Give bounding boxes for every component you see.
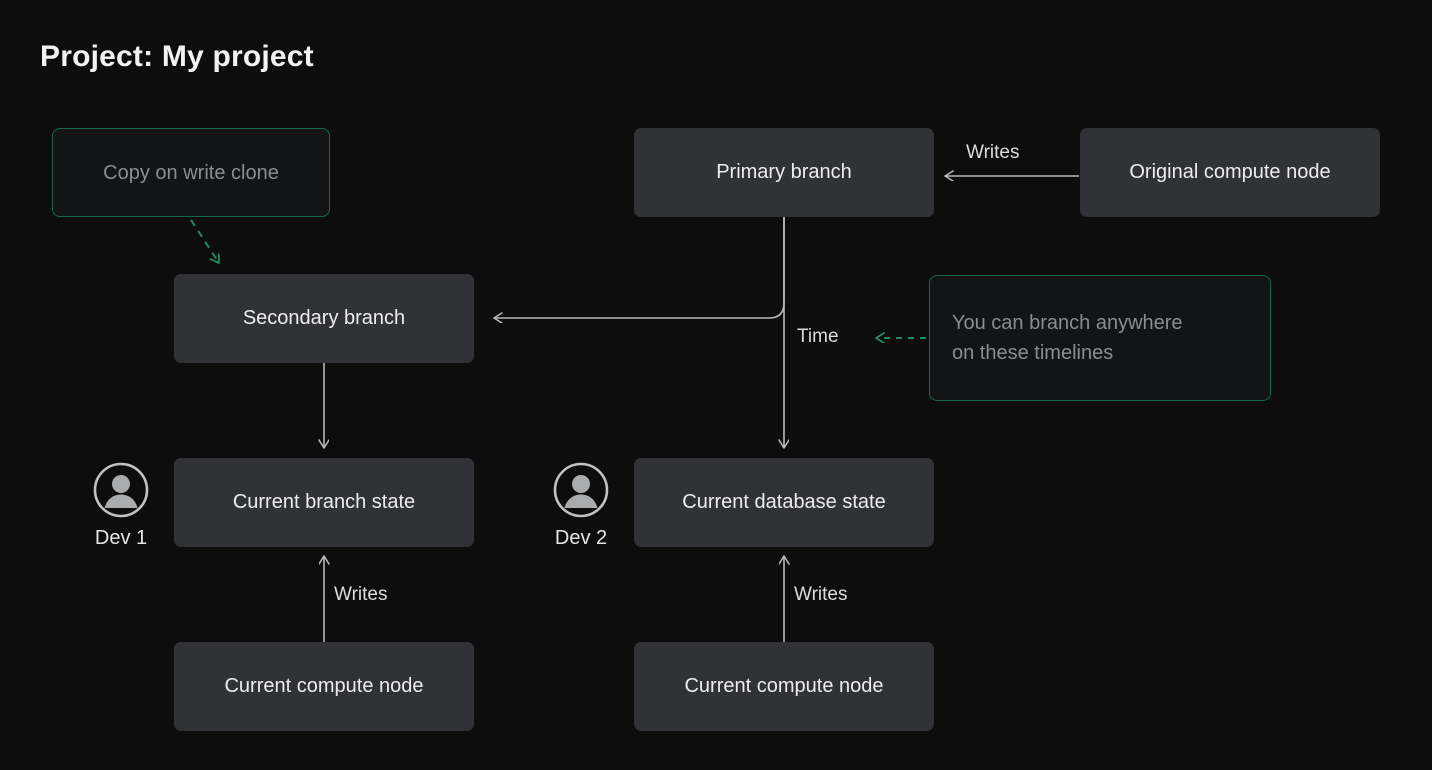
annotation-branch-anywhere-line1: You can branch anywhere (952, 312, 1183, 334)
avatar-dev-2[interactable]: Dev 2 (553, 462, 609, 550)
node-primary-branch-label: Primary branch (716, 161, 852, 183)
node-current-database-state-label: Current database state (682, 491, 886, 513)
avatar-dev-1[interactable]: Dev 1 (93, 462, 149, 550)
edge-label-time: Time (797, 326, 839, 347)
avatar-dev-1-label: Dev 1 (94, 527, 148, 549)
user-avatar-icon (93, 462, 149, 523)
edge-label-writes-right: Writes (794, 584, 848, 605)
node-current-branch-state[interactable]: Current branch state (174, 458, 474, 547)
node-secondary-branch[interactable]: Secondary branch (174, 274, 474, 363)
annotation-branch-anywhere-line2: on these timelines (952, 342, 1114, 364)
node-current-compute-node-right-label: Current compute node (684, 675, 884, 697)
node-secondary-branch-label: Secondary branch (242, 307, 406, 329)
avatar-dev-2-label: Dev 2 (554, 527, 608, 549)
node-current-database-state[interactable]: Current database state (634, 458, 934, 547)
edge-primary-to-secondary (494, 216, 785, 318)
node-original-compute-node-label: Original compute node (1129, 161, 1331, 183)
node-original-compute-node[interactable]: Original compute node (1080, 128, 1380, 217)
annotation-branch-anywhere[interactable]: You can branch anywhere on these timelin… (929, 275, 1271, 401)
edge-clone-to-secondary-dashed (190, 219, 219, 263)
page-title: Project: My project (40, 40, 314, 73)
annotation-copy-on-write-clone[interactable]: Copy on write clone (52, 128, 330, 217)
node-current-compute-node-left[interactable]: Current compute node (174, 642, 474, 731)
edge-label-writes-top: Writes (966, 142, 1020, 163)
node-current-compute-node-left-label: Current compute node (224, 675, 424, 697)
annotation-branch-anywhere-label: You can branch anywhere on these timelin… (952, 308, 1183, 368)
node-current-branch-state-label: Current branch state (232, 491, 416, 513)
edge-label-writes-left: Writes (334, 584, 388, 605)
user-avatar-icon (553, 462, 609, 523)
annotation-copy-on-write-clone-label: Copy on write clone (103, 161, 279, 184)
node-current-compute-node-right[interactable]: Current compute node (634, 642, 934, 731)
node-primary-branch[interactable]: Primary branch (634, 128, 934, 217)
